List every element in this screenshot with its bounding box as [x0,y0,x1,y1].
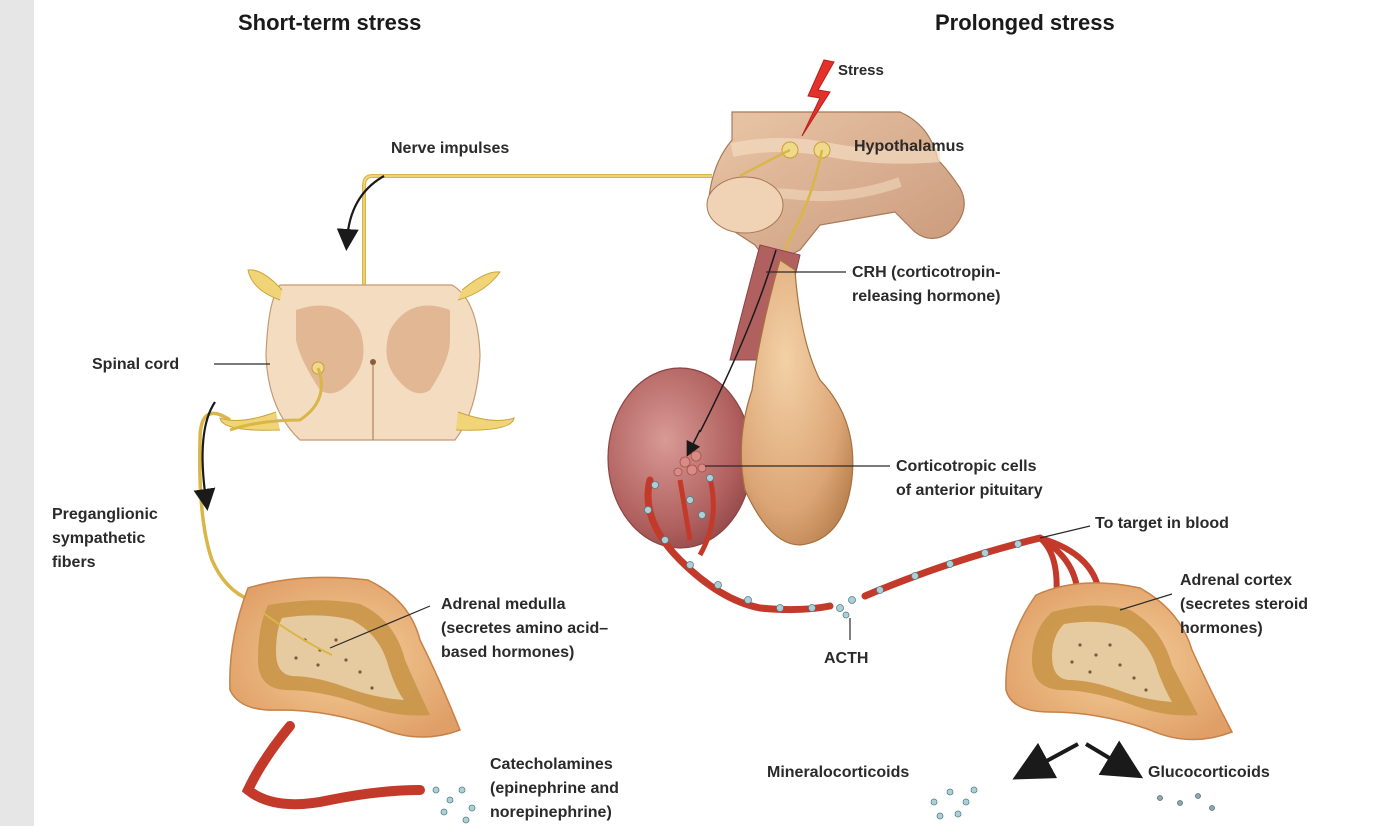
label-to-target: To target in blood [1095,513,1229,535]
adrenal-gland-left [230,577,460,737]
title-short-term-stress: Short-term stress [238,10,421,36]
label-adrenal-medulla-line1: Adrenal medulla [441,594,565,616]
mineralocorticoid-particles [931,787,977,819]
mineralocorticoid-arrow [1030,744,1078,770]
label-preganglionic-line1: Preganglionic [52,504,158,526]
hypothalamus-illustration [707,112,964,265]
label-preganglionic-line3: fibers [52,552,96,574]
label-adrenal-cortex-line2: (secretes steroid [1180,594,1308,616]
title-prolonged-stress: Prolonged stress [935,10,1115,36]
label-preganglionic-line2: sympathetic [52,528,145,550]
label-adrenal-medulla-line3: based hormones) [441,642,574,664]
label-crh-line2: releasing hormone) [852,286,1000,308]
catecholamine-vessel [248,726,420,804]
label-mineralocorticoids: Mineralocorticoids [767,762,909,784]
label-corticotropic-line1: Corticotropic cells [896,456,1036,478]
label-catecholamines-line1: Catecholamines [490,754,613,776]
label-corticotropic-line2: of anterior pituitary [896,480,1043,502]
label-glucocorticoids: Glucocorticoids [1148,762,1270,784]
pituitary-gland [608,245,853,548]
glucocorticoid-arrow [1086,744,1126,768]
label-stress: Stress [838,60,884,82]
label-hypothalamus: Hypothalamus [854,136,964,158]
label-adrenal-cortex-line1: Adrenal cortex [1180,570,1292,592]
label-acth: ACTH [824,648,868,670]
label-adrenal-cortex-line3: hormones) [1180,618,1263,640]
label-nerve-impulses: Nerve impulses [391,138,509,160]
glucocorticoid-particles [1158,794,1215,811]
label-catecholamines-line3: norepinephrine) [490,802,612,824]
label-adrenal-medulla-line2: (secretes amino acid– [441,618,608,640]
acth-particles [837,597,856,619]
spinal-cord-section [220,270,514,440]
catecholamine-particles [433,787,475,823]
label-catecholamines-line2: (epinephrine and [490,778,619,800]
label-spinal-cord: Spinal cord [92,354,179,376]
label-crh-line1: CRH (corticotropin- [852,262,1000,284]
preganglionic-fiber [200,413,250,600]
